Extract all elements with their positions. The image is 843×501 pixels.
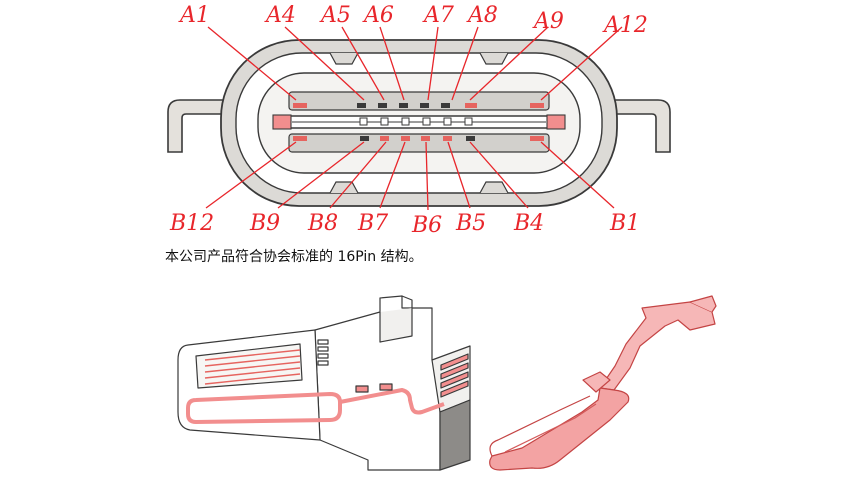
label-a7: A7 [422, 3, 454, 28]
label-a6: A6 [362, 3, 394, 28]
label-b6: B6 [411, 213, 442, 238]
b-row-contacts [293, 136, 544, 141]
top-pin-labels: A1 A4 A5 A6 A7 A8 A9 A12 [178, 3, 648, 38]
label-b5: B5 [455, 211, 486, 236]
shell-notch-bottom-right [479, 181, 509, 194]
tongue-upper [288, 91, 550, 111]
leader-lines [205, 26, 623, 211]
label-a4: A4 [264, 3, 296, 28]
right-latch [546, 114, 566, 130]
tongue-lower [288, 133, 550, 153]
left-latch [272, 114, 292, 130]
label-a1: A1 [178, 3, 210, 28]
bottom-pin-labels: B12 B9 B8 B7 B6 B5 B4 B1 [169, 211, 640, 238]
label-a5: A5 [319, 3, 351, 28]
shell-notch-top-right [479, 52, 509, 65]
shell-notch-bottom-left [329, 181, 359, 194]
shell-notch-top-left [329, 52, 359, 65]
label-a12: A12 [602, 13, 648, 38]
mid-plate-contacts [359, 117, 473, 126]
label-b9: B9 [249, 211, 280, 236]
connector-front-view [167, 39, 671, 207]
right-mount-tab [605, 99, 671, 153]
left-mount-tab [167, 99, 233, 153]
label-a8: A8 [466, 3, 498, 28]
label-b8: B8 [307, 211, 338, 236]
label-b1: B1 [609, 211, 640, 236]
plug-3d-view [177, 295, 471, 471]
label-b4: B4 [513, 211, 544, 236]
figure-caption: 本公司产品符合协会标准的 16Pin 结构。 [165, 249, 423, 265]
single-contact-part [489, 295, 717, 471]
label-b7: B7 [357, 211, 388, 236]
label-a9: A9 [532, 9, 564, 34]
a-row-contacts [293, 103, 544, 108]
label-b12: B12 [169, 211, 214, 236]
